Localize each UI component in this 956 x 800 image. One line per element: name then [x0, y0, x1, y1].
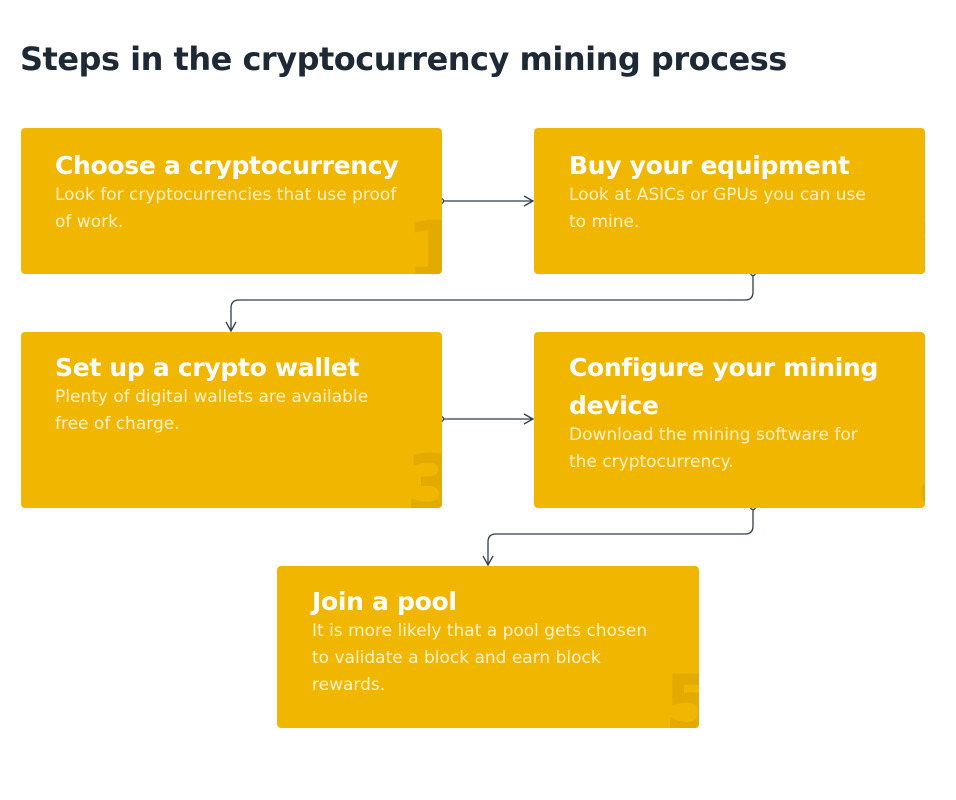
- step-card-2: 2 Buy your equipment Look at ASICs or GP…: [534, 128, 925, 274]
- step-title: Set up a crypto wallet: [55, 353, 360, 382]
- step-title: Join a pool: [312, 587, 457, 616]
- page-title: Steps in the cryptocurrency mining proce…: [20, 40, 787, 78]
- step-number: 4: [918, 446, 925, 508]
- connector-4-to-5: [482, 507, 754, 567]
- step-description: Download the mining software for the cry…: [569, 425, 858, 472]
- step-description: Plenty of digital wallets are available …: [55, 387, 369, 434]
- step-card-3: 3 Set up a crypto wallet Plenty of digit…: [21, 332, 442, 508]
- step-title: Choose a cryptocurrency: [55, 151, 399, 180]
- step-description: Look at ASICs or GPUs you can use to min…: [569, 185, 866, 232]
- step-description: It is more likely that a pool gets chose…: [312, 621, 648, 695]
- connector-2-to-3: [225, 273, 754, 333]
- step-number: 5: [664, 660, 699, 728]
- step-number: 2: [918, 212, 925, 274]
- step-card-4: 4 Configure your mining device Download …: [534, 332, 925, 508]
- step-number: 3: [406, 440, 442, 508]
- step-title: Configure your mining device: [569, 353, 879, 420]
- step-card-1: 1 Choose a cryptocurrency Look for crypt…: [21, 128, 442, 274]
- step-description: Look for cryptocurrencies that use proof…: [55, 185, 397, 232]
- step-number: 1: [406, 206, 442, 274]
- step-card-5: 5 Join a pool It is more likely that a p…: [277, 566, 699, 728]
- step-title: Buy your equipment: [569, 151, 850, 180]
